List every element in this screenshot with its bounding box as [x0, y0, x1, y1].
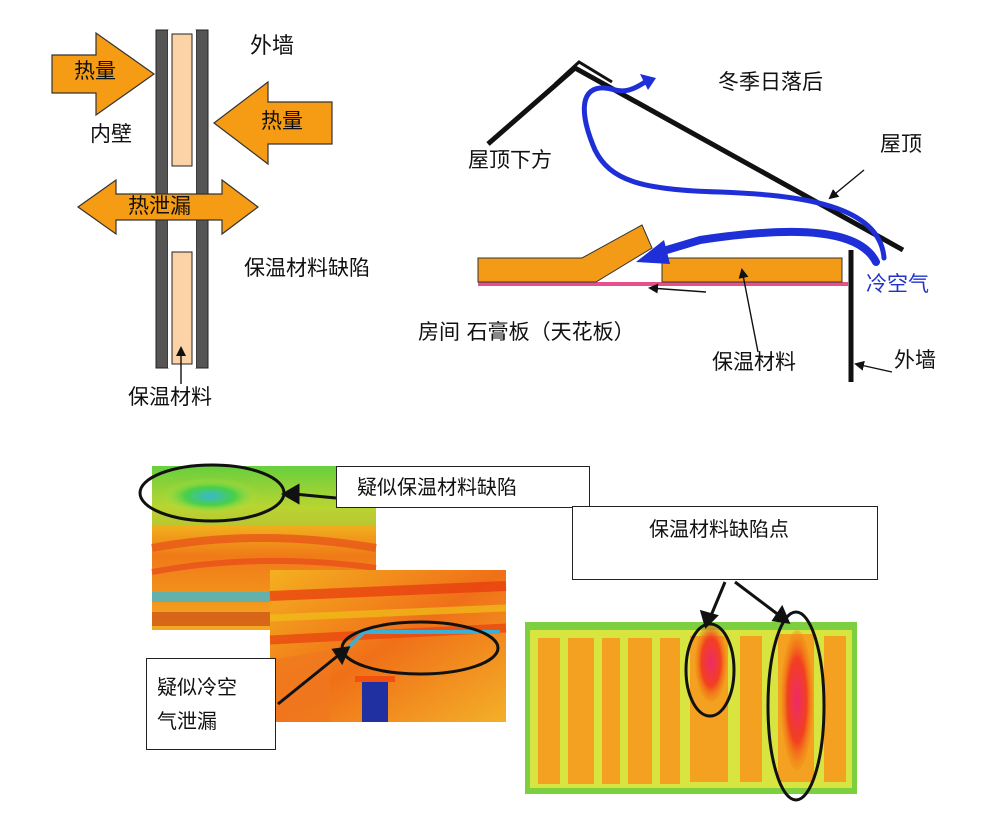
roof-label: 屋顶 [880, 132, 922, 156]
wall-outer-label: 外墙 [250, 34, 295, 59]
heat-leak-arrow [76, 178, 259, 236]
heat-arrow-right [213, 80, 333, 166]
heat-left-label: 热量 [74, 59, 116, 83]
callout-suspected-defect-text: 疑似保温材料缺陷 [357, 475, 517, 499]
heat-arrow-left [51, 31, 156, 117]
callout-cold-air-leak-line2: 气泄漏 [157, 709, 217, 733]
wall-inner-label: 内壁 [90, 122, 132, 146]
room-ceiling-label: 房间 石膏板（天花板） [418, 320, 635, 344]
callout-cold-air-leak: 疑似冷空 气泄漏 [146, 658, 276, 750]
wall-insulation-label: 保温材料 [128, 385, 212, 409]
wall-section [51, 29, 333, 384]
callout-cold-air-leak-line1: 疑似冷空 [157, 675, 237, 699]
under-roof-label: 屋顶下方 [468, 148, 552, 172]
cold-air-label: 冷空气 [866, 272, 929, 296]
insulation-defect-label: 保温材料缺陷 [244, 256, 370, 280]
roof-section [477, 60, 905, 382]
thermal-image-corner [269, 570, 507, 722]
callout-defect-points-text: 保温材料缺陷点 [649, 517, 789, 541]
heat-right-label: 热量 [261, 109, 303, 133]
roof-insulation-label: 保温材料 [712, 350, 796, 374]
thermal-image-wall [525, 622, 857, 794]
heat-leak-label: 热泄漏 [128, 194, 191, 218]
callout-suspected-defect: 疑似保温材料缺陷 [336, 466, 590, 508]
after-sunset-label: 冬季日落后 [718, 70, 823, 94]
roof-outer-wall-label: 外墙 [894, 348, 936, 372]
callout-defect-points: 保温材料缺陷点 [572, 506, 878, 580]
